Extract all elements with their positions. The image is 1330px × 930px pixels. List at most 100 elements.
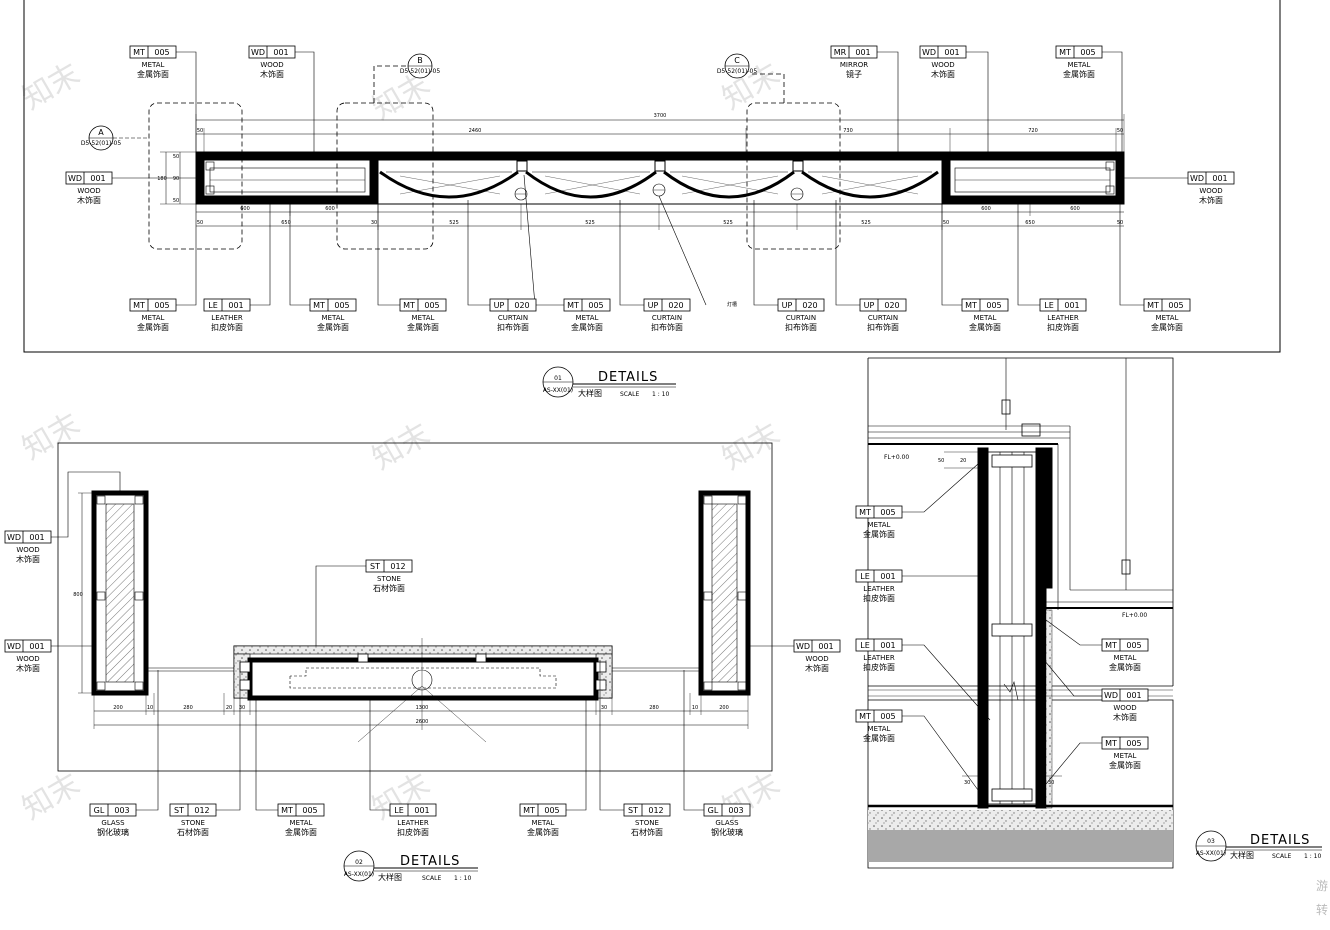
detail-01-leaders [112,51,1188,306]
tag-box [859,298,907,312]
tag-box [129,45,177,59]
tag-english: GLASS [715,819,739,827]
tag-number: 020 [802,301,817,310]
detail-03-leaders [902,463,1102,791]
tag-box [777,298,825,312]
tag-english: METAL [1114,654,1137,662]
tag-code: WD [922,48,936,57]
tag-number: 005 [334,301,349,310]
corner-mark: 转 [1316,902,1328,917]
tag-english: METAL [142,61,165,69]
tag-number: 003 [114,806,129,815]
tag-chinese: 金属饰面 [1151,322,1183,332]
detail-02-title: DETAILS [400,854,460,869]
dim-50: 50 [197,128,203,134]
tag-code: MT [281,806,293,815]
detail-02-dimension-text: 200 10 280 20 30 1300 30 280 10 200 2600… [73,592,729,725]
detail-03-number: 03 [1207,838,1215,845]
tag-chinese: 金属饰面 [137,69,169,79]
dim-50: 50 [197,220,203,226]
corner-mark: 游 [1316,879,1328,893]
tag-english: LEATHER [397,819,429,827]
tag-number: 005 [1126,641,1141,650]
tag-box [203,298,251,312]
tag-code: ST [370,562,380,571]
tag-chinese: 扣皮饰面 [397,827,429,837]
tag-number: 001 [880,641,895,650]
dim-525: 525 [449,220,459,226]
tag-number: 005 [424,301,439,310]
dim-525: 525 [861,220,871,226]
tag-number: 012 [194,806,209,815]
tag-number: 020 [884,301,899,310]
dim-600: 600 [1070,206,1080,212]
tag-code: MT [313,301,325,310]
dim-600: 600 [325,206,335,212]
dim-600: 600 [240,206,250,212]
tag-chinese: 木饰面 [805,663,829,673]
tag-box [855,505,903,519]
tag-english: METAL [532,819,555,827]
dim-50: 50 [943,220,949,226]
tag-number: 001 [90,174,105,183]
dim-2600: 2600 [416,719,429,725]
tag-code: MT [1147,301,1159,310]
tag-chinese: 扣布饰面 [497,322,529,332]
tag-number: 001 [1212,174,1227,183]
ref-c-sheet: D5-52(01)-05 [717,68,758,75]
dim-left: 2460 [469,128,482,134]
dim-10: 10 [147,705,153,711]
tag-code: ST [174,806,184,815]
tag-code: MT [567,301,579,310]
tag-number: 005 [544,806,559,815]
tag-chinese: 石材饰面 [631,827,663,837]
tag-box [623,803,671,817]
tag-number: 001 [414,806,429,815]
detail-03-scale-value: 1 : 10 [1304,853,1321,860]
tag-code: MT [1105,739,1117,748]
detail-02-subtitle: 大样图 [378,872,402,882]
tag-box [1187,171,1235,185]
tag-chinese: 扣布饰面 [785,322,817,332]
dim-200: 200 [113,705,123,711]
tag-box [248,45,296,59]
tag-chinese: 石材饰面 [373,583,405,593]
watermark-text: 知末 [17,407,86,467]
dim-30: 30 [601,705,607,711]
tag-box [855,569,903,583]
tag-code: MT [859,508,871,517]
watermark-text: 知末 [717,767,786,827]
tag-number: 012 [648,806,663,815]
dim-50: 50 [938,458,944,464]
tag-number: 005 [588,301,603,310]
tag-english: LEATHER [863,654,895,662]
tag-number: 005 [1080,48,1095,57]
tag-english: METAL [1156,314,1179,322]
detail-01-subtitle: 大样图 [578,388,602,398]
tag-number: 001 [818,642,833,651]
dim-200: 200 [719,705,729,711]
tag-code: WD [251,48,265,57]
dim-30: 30 [239,705,245,711]
tag-english: WOOD [1199,187,1222,195]
tag-box [365,559,413,573]
watermark-text: 知末 [367,417,436,477]
watermark-text: 知末 [17,767,86,827]
ref-c-letter: C [734,56,740,65]
tag-chinese: 木饰面 [16,663,40,673]
tag-number: 001 [1064,301,1079,310]
tag-chinese: 扣皮饰面 [211,322,243,332]
tag-box [1101,688,1149,702]
tag-code: MT [403,301,415,310]
